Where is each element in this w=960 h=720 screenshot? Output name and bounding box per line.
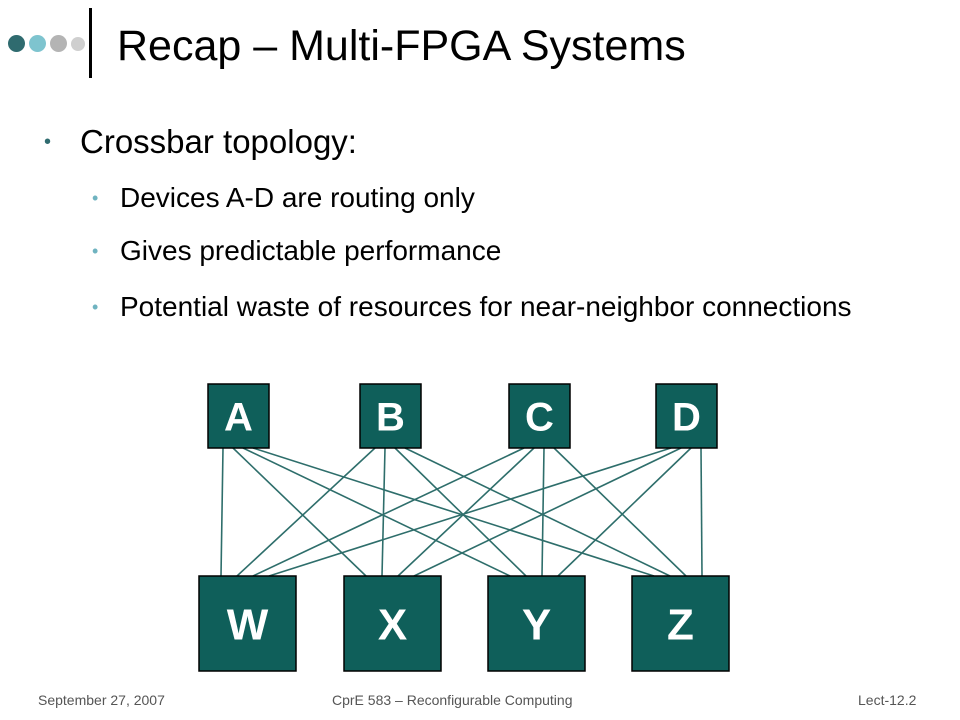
connection-line-c-x	[397, 447, 535, 577]
bullet-main-text: Crossbar topology:	[80, 123, 357, 160]
connection-line-b-w	[236, 447, 376, 577]
logic-device-label-x: X	[378, 600, 407, 649]
connection-line-a-z	[252, 447, 655, 577]
bullet-icon: •	[92, 241, 99, 261]
bullet-icon: •	[92, 297, 99, 317]
sub-bullet: • Gives predictable performance	[92, 231, 502, 271]
connection-line-d-x	[413, 447, 682, 577]
footer-date: September 27, 2007	[38, 692, 165, 708]
device-boxes: A B C D W X Y Z	[198, 383, 730, 672]
connection-line-d-z	[700, 447, 703, 577]
decorative-dots	[8, 32, 88, 54]
connection-line-c-y	[541, 447, 545, 577]
logic-device-label-y: Y	[522, 600, 551, 649]
connection-line-a-w	[220, 447, 224, 577]
bullet-icon: •	[92, 188, 99, 208]
routing-device-label-a: A	[224, 395, 253, 439]
connection-lines	[220, 447, 703, 577]
bullet-icon: •	[44, 131, 52, 153]
page-title: Recap – Multi-FPGA Systems	[117, 22, 686, 70]
connection-line-b-y	[394, 447, 527, 577]
logic-device-box-y	[487, 575, 586, 672]
connection-line-d-y	[557, 447, 692, 577]
routing-device-box-a	[207, 383, 270, 449]
routing-device-box-b	[359, 383, 422, 449]
connection-line-c-z	[553, 447, 687, 577]
routing-device-label-d: D	[672, 395, 701, 439]
routing-device-box-c	[508, 383, 571, 449]
dot-gray-icon	[71, 37, 85, 51]
sub-bullet: • Devices A-D are routing only	[92, 178, 475, 218]
title-divider	[89, 8, 92, 78]
sub-bullet-text: Gives predictable performance	[120, 235, 502, 266]
connection-line-b-x	[381, 447, 386, 577]
footer-lecture: Lect-12.2	[858, 692, 917, 708]
connection-line-c-w	[252, 447, 525, 577]
logic-device-box-w	[198, 575, 297, 672]
bullet-list: • Crossbar topology: • Devices A-D are r…	[44, 123, 880, 327]
routing-device-label-c: C	[525, 395, 554, 439]
routing-device-label-b: B	[376, 395, 405, 439]
sub-bullet: • Potential waste of resources for near-…	[92, 287, 880, 327]
sub-bullet-text: Potential waste of resources for near-ne…	[120, 291, 852, 322]
dot-dark-icon	[8, 35, 25, 52]
logic-device-label-z: Z	[667, 600, 694, 649]
bullet-main: • Crossbar topology:	[44, 123, 357, 161]
sub-bullet-text: Devices A-D are routing only	[120, 182, 475, 213]
footer-course: CprE 583 – Reconfigurable Computing	[332, 692, 573, 708]
connection-line-a-x	[232, 447, 367, 577]
logic-device-box-z	[631, 575, 730, 672]
dot-teal-icon	[29, 35, 46, 52]
logic-device-box-x	[343, 575, 442, 672]
dot-gray-icon	[50, 35, 67, 52]
connection-line-d-w	[268, 447, 672, 577]
routing-device-box-d	[655, 383, 718, 449]
connection-line-a-y	[242, 447, 511, 577]
connection-line-b-z	[404, 447, 671, 577]
logic-device-label-w: W	[227, 600, 269, 649]
